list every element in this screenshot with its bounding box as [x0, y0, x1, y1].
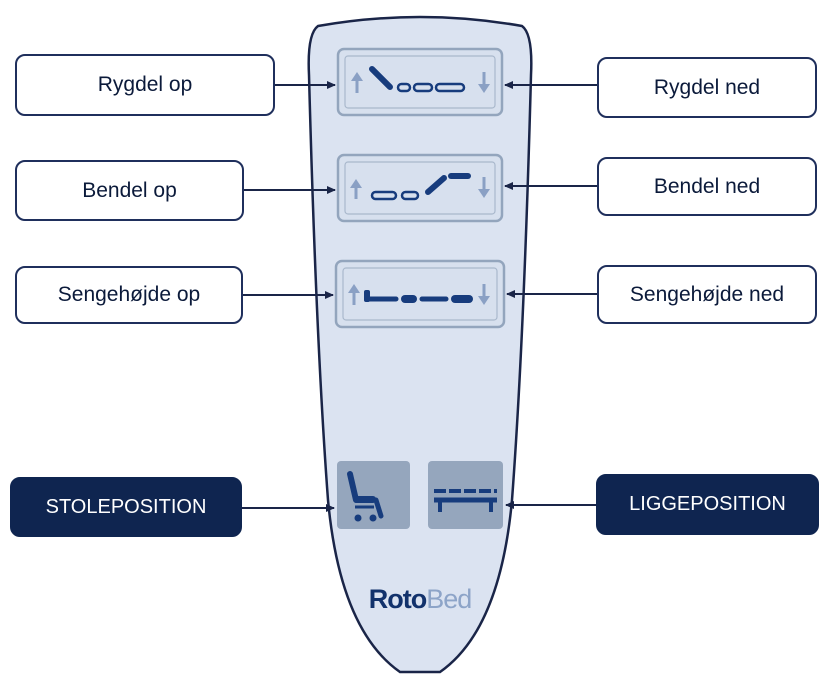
callout-height-up: Sengehøjde op — [15, 266, 243, 324]
brand-logo: RotoBed — [369, 584, 472, 614]
down-arrow-icon — [478, 177, 490, 198]
callout-chair-position: STOLEPOSITION — [10, 477, 242, 537]
bed-height-button[interactable] — [334, 259, 506, 329]
brand-bed: Bed — [426, 584, 471, 614]
backrest-raise-icon — [351, 66, 490, 93]
up-arrow-icon — [350, 179, 362, 199]
lying-position-button[interactable] — [428, 461, 503, 529]
callout-leg-down: Bendel ned — [597, 157, 817, 216]
legrest-raise-icon — [350, 173, 490, 201]
connector-arrows — [242, 81, 597, 512]
callout-leg-up: Bendel op — [15, 160, 244, 221]
up-arrow-icon — [348, 284, 360, 305]
legrest-button[interactable] — [336, 153, 504, 223]
brand-roto: Roto — [369, 584, 427, 614]
backrest-button[interactable] — [336, 47, 504, 117]
bed-height-icon — [348, 284, 490, 305]
callout-back-up: Rygdel op — [15, 54, 275, 116]
callout-back-down: Rygdel ned — [597, 57, 817, 118]
chair-position-icon — [347, 471, 384, 522]
flat-bed-icon — [434, 489, 497, 512]
callout-lying-position: LIGGEPOSITION — [596, 474, 819, 535]
up-arrow-icon — [351, 72, 363, 93]
chair-position-button[interactable] — [337, 461, 410, 529]
down-arrow-icon — [478, 72, 490, 93]
down-arrow-icon — [478, 284, 490, 305]
callout-height-down: Sengehøjde ned — [597, 265, 817, 324]
